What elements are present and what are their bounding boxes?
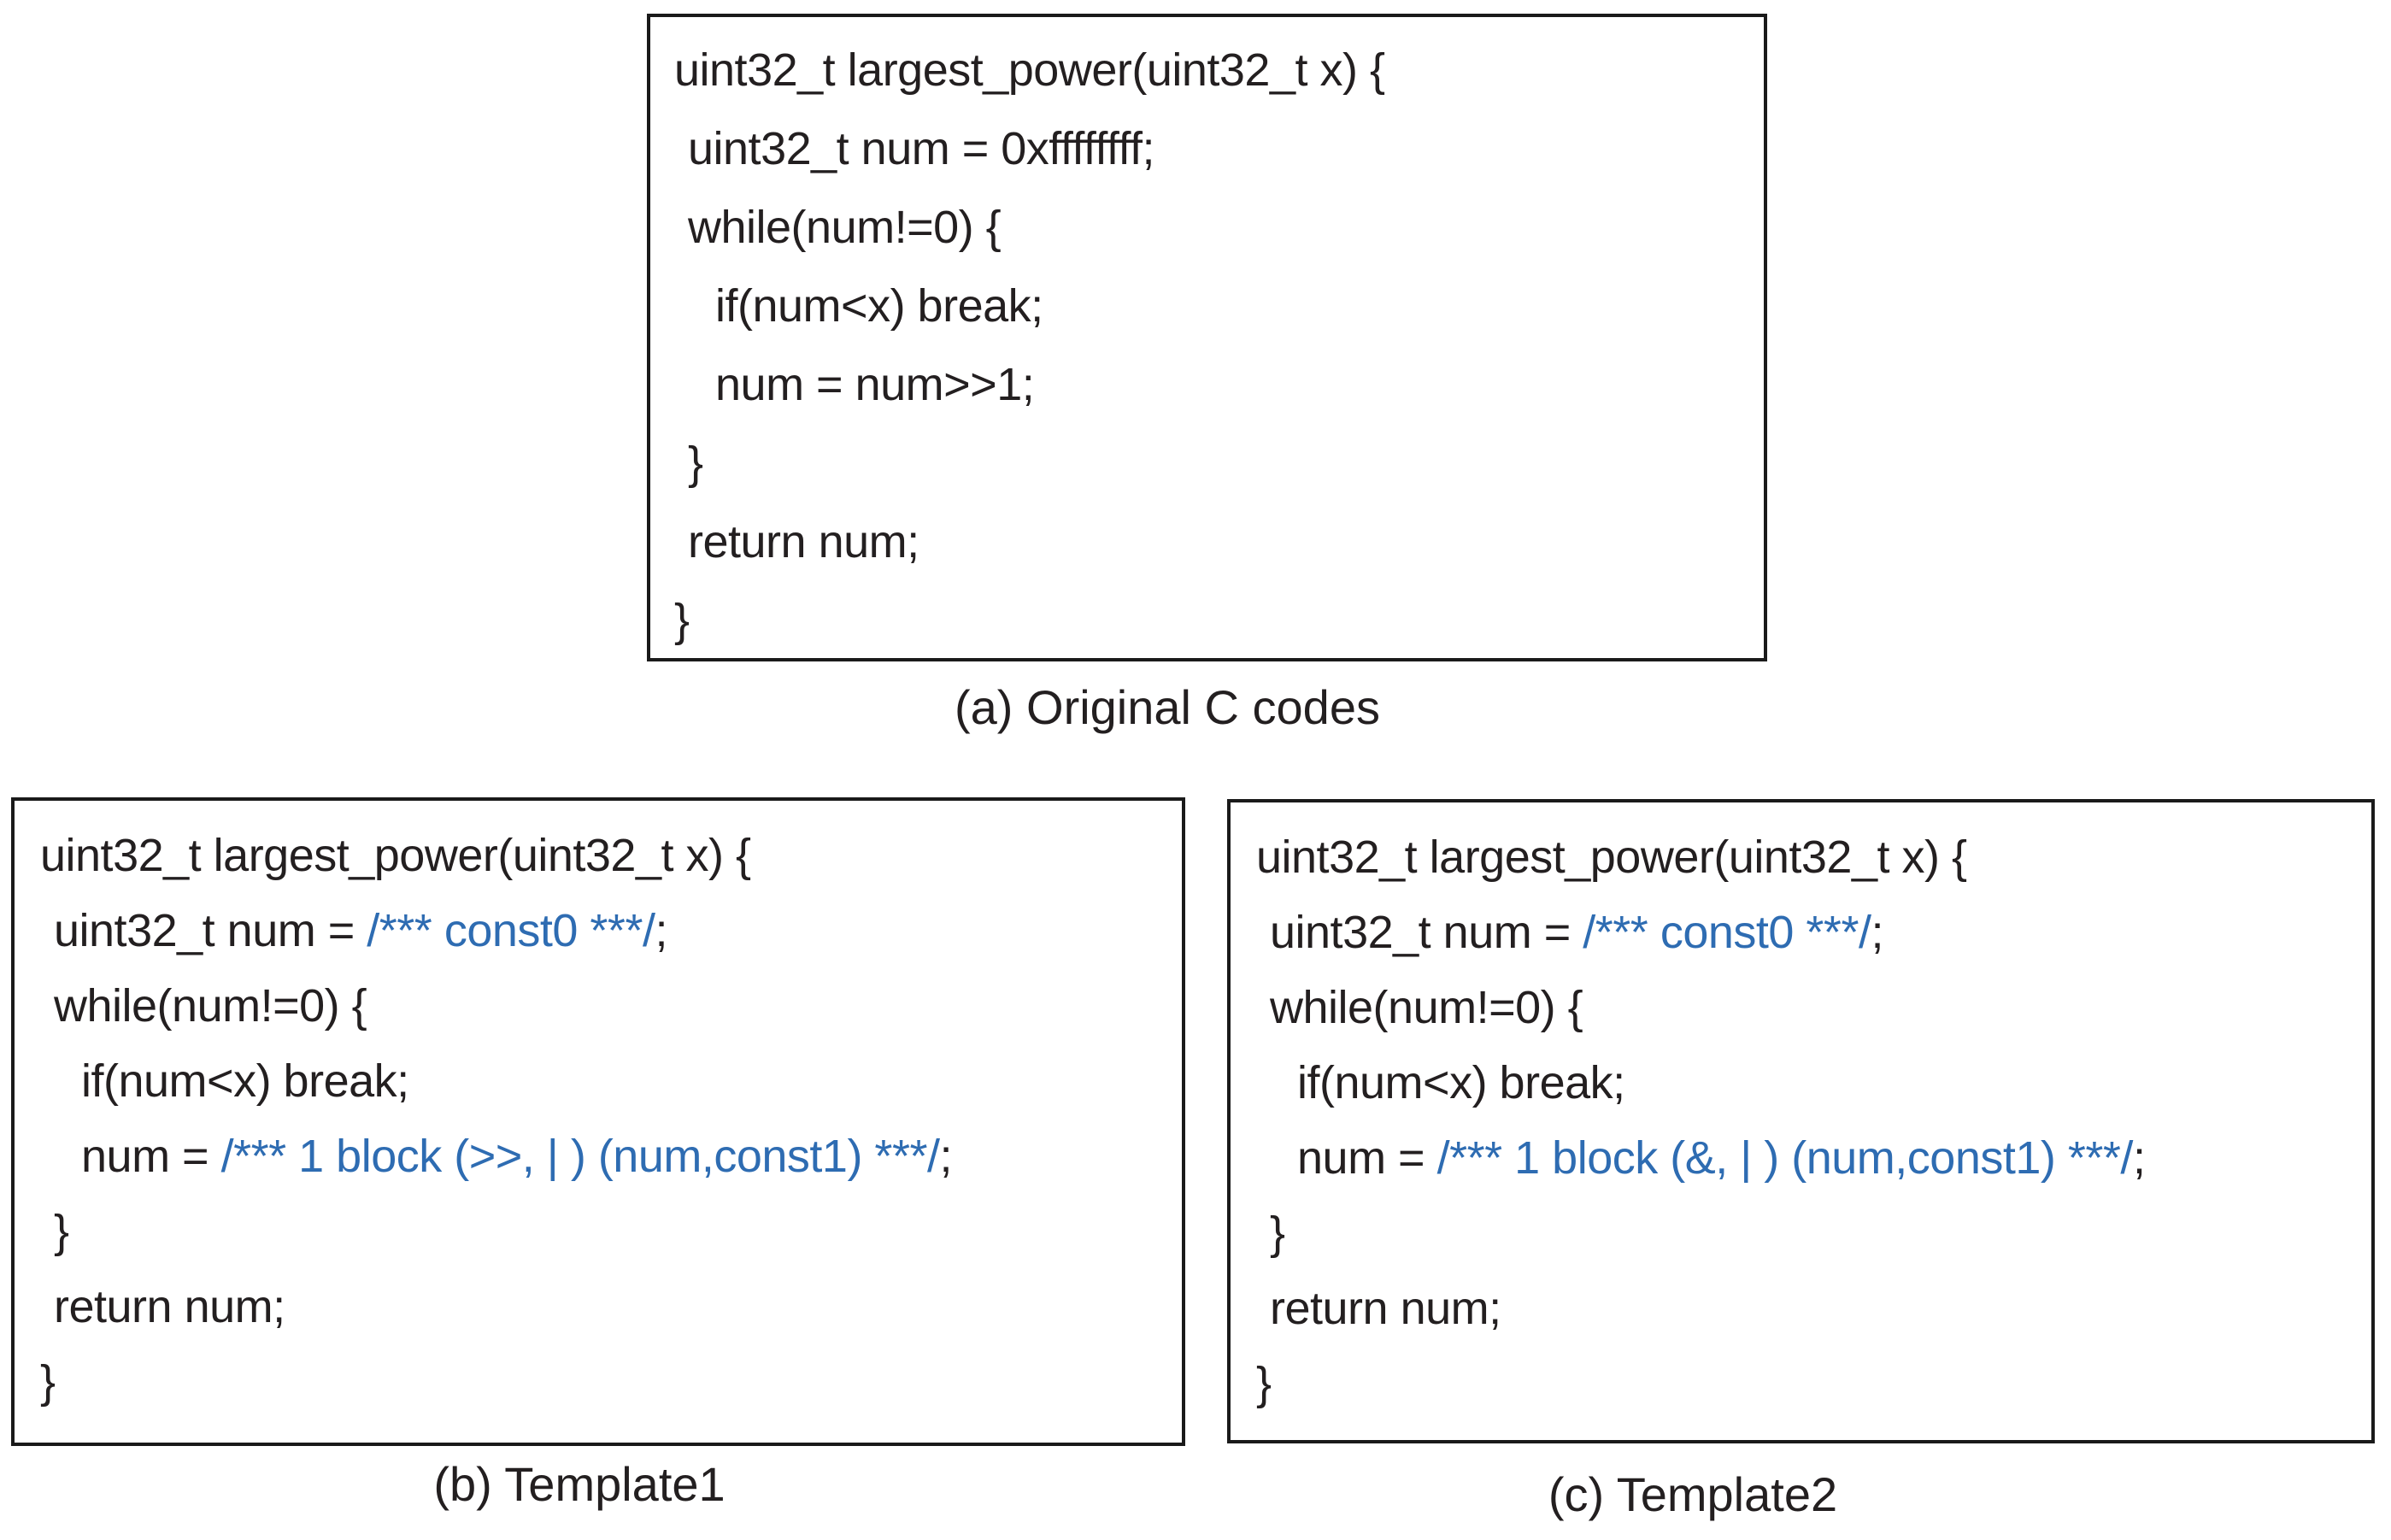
code-line: return num; — [674, 503, 1752, 581]
code-text: } — [54, 1206, 69, 1257]
template-hole-const0: /*** const0 ***/ — [1583, 907, 1871, 958]
code-line: while(num!=0) { — [674, 188, 1752, 267]
code-line: uint32_t num = /*** const0 ***/; — [1256, 895, 2361, 970]
code-line: while(num!=0) { — [40, 968, 1172, 1043]
code-line: } — [40, 1344, 1172, 1420]
code-line: uint32_t num = /*** const0 ***/; — [40, 893, 1172, 968]
code-line: if(num<x) break; — [674, 267, 1752, 345]
template-hole-block: /*** 1 block (>>, | ) (num,const1) ***/ — [220, 1131, 940, 1182]
code-line: } — [40, 1194, 1172, 1269]
code-text: } — [1256, 1358, 1272, 1409]
code-text: ; — [939, 1131, 952, 1182]
code-box-template2: uint32_t largest_power(uint32_t x) { uin… — [1227, 799, 2375, 1443]
code-text: } — [674, 595, 690, 646]
code-text: return num; — [54, 1281, 285, 1332]
code-text: ; — [655, 905, 667, 956]
code-text: while(num!=0) { — [54, 980, 367, 1032]
code-text: uint32_t num = — [1270, 907, 1583, 958]
code-line: num = /*** 1 block (>>, | ) (num,const1)… — [40, 1119, 1172, 1194]
code-line: return num; — [40, 1269, 1172, 1344]
code-line: } — [1256, 1196, 2361, 1271]
code-text: num = — [1297, 1132, 1437, 1184]
code-line: } — [674, 581, 1752, 660]
code-text: } — [688, 438, 703, 489]
code-line: uint32_t num = 0xffffffff; — [674, 109, 1752, 188]
code-line: num = num>>1; — [674, 345, 1752, 424]
code-line: if(num<x) break; — [1256, 1045, 2361, 1120]
code-text: return num; — [688, 516, 919, 567]
code-text: num = — [81, 1131, 221, 1182]
code-box-template1: uint32_t largest_power(uint32_t x) { uin… — [11, 797, 1185, 1446]
code-text: } — [40, 1356, 56, 1408]
caption-template2: (c) Template2 — [1548, 1467, 1838, 1521]
template-hole-const0: /*** const0 ***/ — [367, 905, 655, 956]
code-text: if(num<x) break; — [1297, 1057, 1625, 1108]
code-line: uint32_t largest_power(uint32_t x) { — [674, 31, 1752, 109]
caption-template1: (b) Template1 — [433, 1457, 726, 1511]
code-line: uint32_t largest_power(uint32_t x) { — [1256, 820, 2361, 895]
code-text: uint32_t largest_power(uint32_t x) { — [1256, 832, 1967, 883]
code-box-original-c: uint32_t largest_power(uint32_t x) { uin… — [647, 14, 1767, 661]
code-text: while(num!=0) { — [688, 202, 1002, 253]
code-text: while(num!=0) { — [1270, 982, 1583, 1033]
code-text: uint32_t num = — [54, 905, 367, 956]
code-line: uint32_t largest_power(uint32_t x) { — [40, 818, 1172, 893]
code-line: } — [674, 424, 1752, 503]
code-text: num = num>>1; — [715, 359, 1035, 410]
code-line: return num; — [1256, 1271, 2361, 1346]
code-line: if(num<x) break; — [40, 1043, 1172, 1119]
caption-original-c: (a) Original C codes — [955, 680, 1380, 734]
code-text: uint32_t num = 0xffffffff; — [688, 123, 1154, 174]
code-line: } — [1256, 1346, 2361, 1421]
code-text: ; — [1871, 907, 1883, 958]
code-text: uint32_t largest_power(uint32_t x) { — [40, 830, 751, 881]
template-hole-block: /*** 1 block (&, | ) (num,const1) ***/ — [1436, 1132, 2134, 1184]
code-text: if(num<x) break; — [715, 280, 1043, 332]
code-text: uint32_t largest_power(uint32_t x) { — [674, 44, 1385, 96]
code-text: if(num<x) break; — [81, 1055, 409, 1107]
code-text: return num; — [1270, 1283, 1501, 1334]
code-text: ; — [2132, 1132, 2146, 1184]
code-line: while(num!=0) { — [1256, 970, 2361, 1045]
code-line: num = /*** 1 block (&, | ) (num,const1) … — [1256, 1120, 2361, 1196]
code-text: } — [1270, 1208, 1285, 1259]
